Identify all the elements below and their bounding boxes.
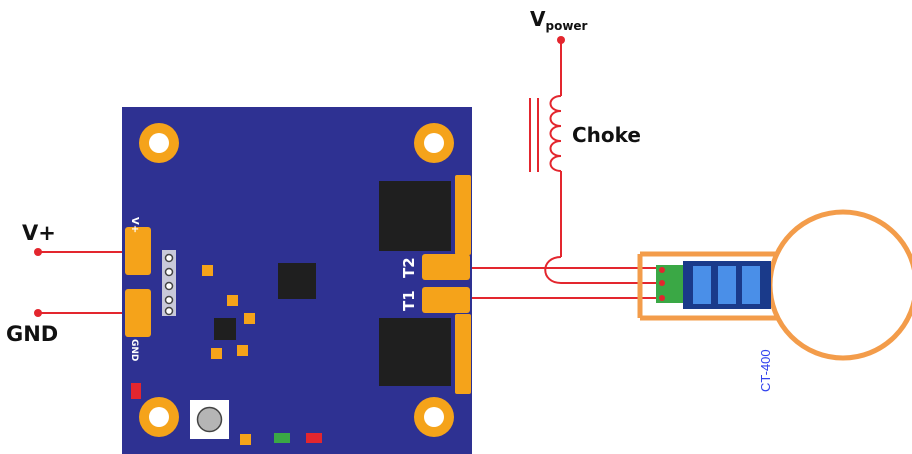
sensor-window-2 — [718, 266, 736, 304]
t1-pad — [422, 287, 470, 313]
sensor-window-3 — [742, 266, 760, 304]
smd-components — [202, 265, 255, 445]
vpower-label-main: V — [530, 7, 546, 31]
reset-button — [190, 400, 229, 439]
mounting-hole-bottom-left — [139, 397, 179, 437]
v-plus-label: V+ — [22, 221, 56, 245]
ct-400-sensor: CT-400 — [637, 209, 912, 392]
upper-terminal-pad — [455, 175, 471, 255]
lower-terminal-pad — [455, 314, 471, 394]
vpower-label: Vpower — [530, 7, 588, 33]
gnd-pad — [125, 289, 151, 337]
wires — [34, 36, 660, 317]
led-red-side — [131, 383, 141, 399]
sensor-frame — [637, 251, 800, 321]
mounting-hole-top-right — [414, 123, 454, 163]
ic-main — [278, 263, 316, 299]
sensor-model-label: CT-400 — [758, 349, 773, 392]
gnd-terminal — [34, 309, 42, 317]
choke-loop — [544, 256, 660, 284]
sensor-board: V+ GND T2 T1 — [122, 107, 472, 454]
led-red — [306, 433, 322, 443]
upper-terminal-block — [379, 181, 451, 251]
header-pins — [164, 253, 174, 316]
board-gnd-label: GND — [129, 339, 139, 361]
t1-label: T1 — [400, 290, 418, 311]
choke-coil — [549, 95, 562, 172]
gnd-label: GND — [6, 322, 58, 346]
v-plus-terminal — [34, 248, 42, 256]
mounting-hole-bottom-right — [414, 397, 454, 437]
board-v-plus-label: V+ — [129, 217, 140, 233]
choke-label: Choke — [572, 123, 641, 147]
connector-pins — [659, 267, 665, 301]
sensor-window-1 — [693, 266, 711, 304]
t2-pad — [422, 254, 470, 280]
led-green — [274, 433, 290, 443]
sensor-ring — [767, 209, 912, 361]
t2-label: T2 — [400, 257, 418, 278]
ic-small — [214, 318, 236, 340]
mounting-hole-top-left — [139, 123, 179, 163]
lower-terminal-block — [379, 318, 451, 386]
v-plus-pad — [125, 227, 151, 275]
vpower-label-sub: power — [545, 19, 587, 33]
